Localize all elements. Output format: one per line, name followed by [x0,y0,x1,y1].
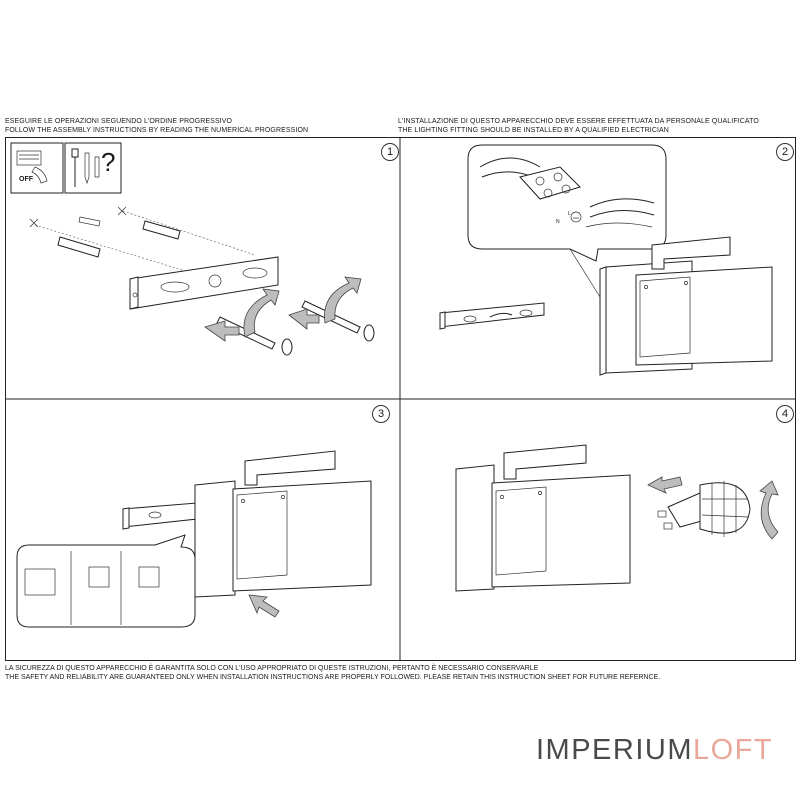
step-1-panel: OFF ? [5,137,400,399]
frame-grid [5,137,796,661]
step-3-illustration [16,450,372,628]
footer-english: THE SAFETY AND RELIABILITY ARE GUARANTEE… [5,674,661,681]
wall-bracket [129,256,279,310]
step-number-3: 3 [372,405,390,423]
tools-icon [64,142,122,194]
step-4-panel [400,399,796,661]
ground-icon [570,211,582,223]
cable-icon [585,198,655,228]
instruction-frame: 1 2 3 4 [5,137,796,661]
header-right-english: THE LIGHTING FITTING SHOULD BE INSTALLED… [398,127,669,134]
step-2-panel: L N [400,137,796,399]
wall-bracket [122,502,198,530]
direction-arrow-icon [248,594,280,618]
terminal-symbol-n: N [556,219,560,225]
gu10-bulb-icon [657,481,751,537]
header-left-english: FOLLOW THE ASSEMBLY INSTRUCTIONS BY READ… [5,127,309,134]
wall-plugs-icon [29,206,256,278]
step-number-2: 2 [776,143,794,161]
direction-arrow-icon [647,476,683,494]
lamp-body [194,450,372,598]
lamp-body [599,236,773,376]
detail-callout [16,534,196,628]
header-left-italian: ESEGUIRE LE OPERAZIONI SEGUENDO L'ORDINE… [5,118,233,125]
brand-part-loft: LOFT [693,734,774,766]
direction-arrow-icon [204,308,320,342]
brand-logo: IMPERIUMLOFT [536,734,773,767]
wiring-callout [467,144,667,298]
terminal-block-icon [479,157,581,200]
screws-icon [216,300,375,356]
footer-italian: LA SICUREZZA DI QUESTO APPARECCHIO È GAR… [5,665,539,672]
step-number-1: 1 [381,143,399,161]
step-1-illustration [10,142,375,356]
step-2-illustration [439,144,773,376]
rotate-arrow-icon [759,480,779,540]
off-label: OFF [18,176,34,183]
step-4-illustration [455,444,779,592]
safety-footer: LA SICUREZZA DI QUESTO APPARECCHIO È GAR… [5,664,660,682]
lamp-body [455,444,631,592]
terminal-symbol-l: L [568,211,571,217]
step-3-panel [5,399,400,661]
header-right-italian: L'INSTALLAZIONE DI QUESTO APPARECCHIO DE… [398,118,759,125]
header-left: ESEGUIRE LE OPERAZIONI SEGUENDO L'ORDINE… [5,117,308,135]
brand-part-imperium: IMPERIUM [536,734,693,766]
header-right: L'INSTALLAZIONE DI QUESTO APPARECCHIO DE… [398,117,759,135]
power-off-icon [10,142,64,194]
rotate-arrow-icon [243,276,362,338]
wall-bracket [439,302,545,330]
question-mark-icon: ? [101,147,116,177]
step-number-4: 4 [776,405,794,423]
